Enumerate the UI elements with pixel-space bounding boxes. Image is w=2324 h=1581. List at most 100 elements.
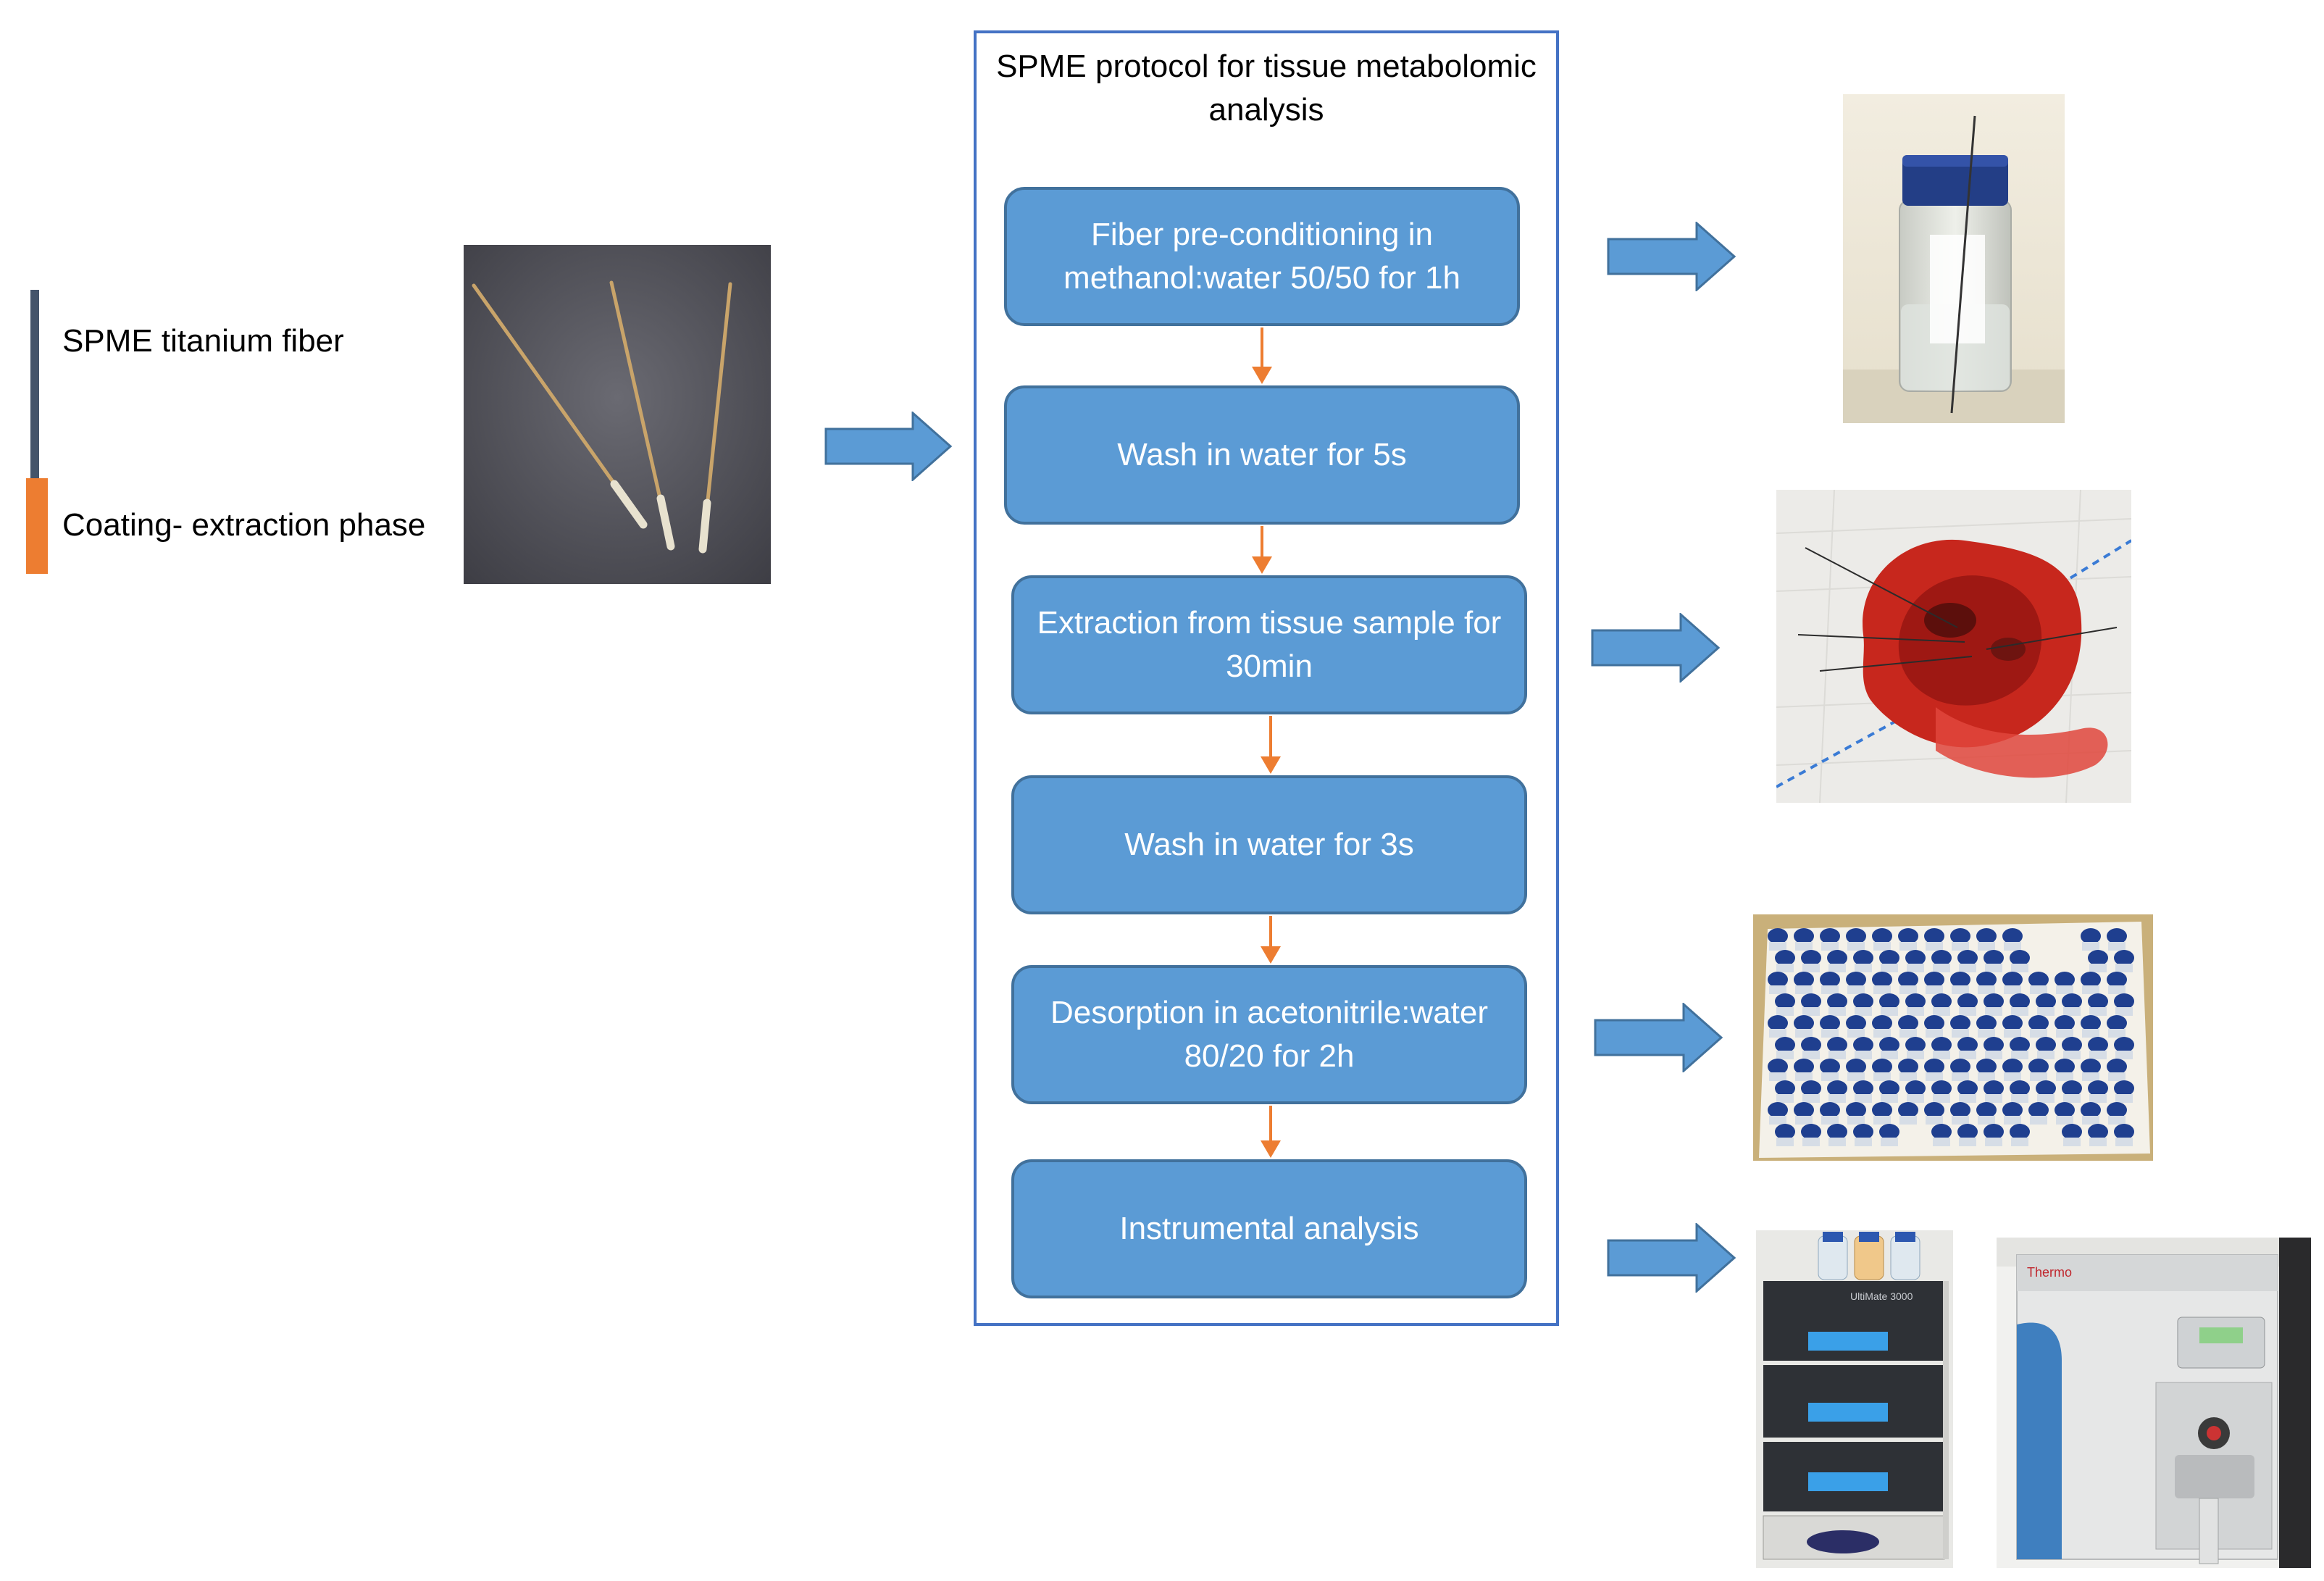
vial-cap [1898,928,1918,944]
vial-cap [1984,1080,2004,1096]
vial-cap [2107,928,2127,944]
vial-body [1933,1007,1950,1016]
vial-body [2030,1029,2047,1038]
vial-body [1933,1094,1950,1103]
arrow-to-vial-photo [1607,222,1736,291]
vial-body [2037,1094,2055,1103]
legend-fiber-label: SPME titanium fiber [62,323,344,359]
step-preconditioning: Fiber pre-conditioning in methanol:water… [1004,187,1520,326]
vial-body [1847,1029,1865,1038]
vial-cap [1872,1015,1892,1031]
vial-body [2004,1029,2021,1038]
vial-cap [1924,1015,1944,1031]
vial-cap [1846,972,1866,988]
vial-body [2089,1094,2107,1103]
vial-body [2056,985,2073,994]
vial-body [1978,1029,1995,1038]
vial-body [1985,1007,2002,1016]
vial-body [2063,1007,2081,1016]
vial-body [2082,942,2099,951]
vial-cap [1846,1102,1866,1118]
vial-body [1899,985,1917,994]
vial-body [1769,985,1786,994]
vial-cap [1898,972,1918,988]
tissue-photo [1776,490,2131,803]
vial-cap [2081,972,2101,988]
vial-body [2108,1116,2126,1125]
vial-cap [2088,950,2108,966]
vial-cap [1931,993,1952,1009]
vial-cap [2081,928,2101,944]
vial-cap [1957,950,1978,966]
step-preconditioning-label: Fiber pre-conditioning in methanol:water… [1063,217,1460,296]
vial-cap [1976,972,1997,988]
vial-body [1828,964,1846,972]
vial-body [2030,985,2047,994]
arrow-to-vial-rack-photo [1594,1003,1723,1072]
vial-body [2056,1116,2073,1125]
vial-cap [2002,1059,2023,1075]
vial-cap [1820,1059,1840,1075]
vial-cap [1931,1124,1952,1140]
vial-cap [1931,1080,1952,1096]
vial-body [1821,1116,1839,1125]
vial-cap [1846,1015,1866,1031]
vial-cap [1775,1124,1795,1140]
step-desorption-label: Desorption in acetonitrile:water 80/20 f… [1050,995,1489,1074]
vial-body [1926,1116,1943,1125]
vial-body [1978,1116,1995,1125]
vial-cap [2088,993,2108,1009]
vial-cap [1775,993,1795,1009]
vial-cap [1924,972,1944,988]
vial-body [2004,1072,2021,1081]
vial-body [1881,1051,1898,1059]
vial-cap [1853,1080,1873,1096]
vial-cap [1853,1124,1873,1140]
vial-body [2089,1138,2107,1146]
vial-body [2030,1116,2047,1125]
vial-cap [2036,1080,2056,1096]
ms-brand-text: Thermo [2027,1265,2072,1280]
vial-cap [1976,1015,1997,1031]
vial-cap [1846,1059,1866,1075]
vial-cap [2062,993,2082,1009]
vial-body [1907,1094,1924,1103]
vial-cap [2107,972,2127,988]
vial-body [1855,964,1872,972]
vial-cap [1905,1080,1926,1096]
vial-body [1985,1051,2002,1059]
vial-cap [1768,1059,1788,1075]
vial-cap [1957,1080,1978,1096]
vial-body [1926,1029,1943,1038]
vial-cap [2081,1015,2101,1031]
vial-cap [2055,1059,2075,1075]
vial-body [1952,942,1969,951]
vial-cap [1879,1037,1899,1053]
vial-body [1881,1138,1898,1146]
vial-cap [1872,972,1892,988]
vial-body [1795,942,1813,951]
vial-cap [1984,1037,2004,1053]
vial-cap [1984,1124,2004,1140]
vial-body [1933,1138,1950,1146]
vial-body [1769,1029,1786,1038]
vial-body [1959,1094,1976,1103]
vial-cap [1853,993,1873,1009]
vial-body [1873,985,1891,994]
vial-cap [1768,1015,1788,1031]
vial-body [1978,942,1995,951]
vial-body [2037,1007,2055,1016]
vial-body [1855,1094,1872,1103]
vial-body [1907,1007,1924,1016]
vial-cap [2107,1102,2127,1118]
vial-body [1959,1138,1976,1146]
vial-cap [1794,972,1814,988]
vial-cap [2114,950,2134,966]
vial-cap [1976,928,1997,944]
vial-cap [2081,1059,2101,1075]
vial-body [1821,1029,1839,1038]
mass-spectrometer-photo: Thermo [1997,1238,2311,1568]
vial-body [2056,1072,2073,1081]
step-wash-5s-label: Wash in water for 5s [1117,437,1407,472]
vial-body [1776,1051,1794,1059]
